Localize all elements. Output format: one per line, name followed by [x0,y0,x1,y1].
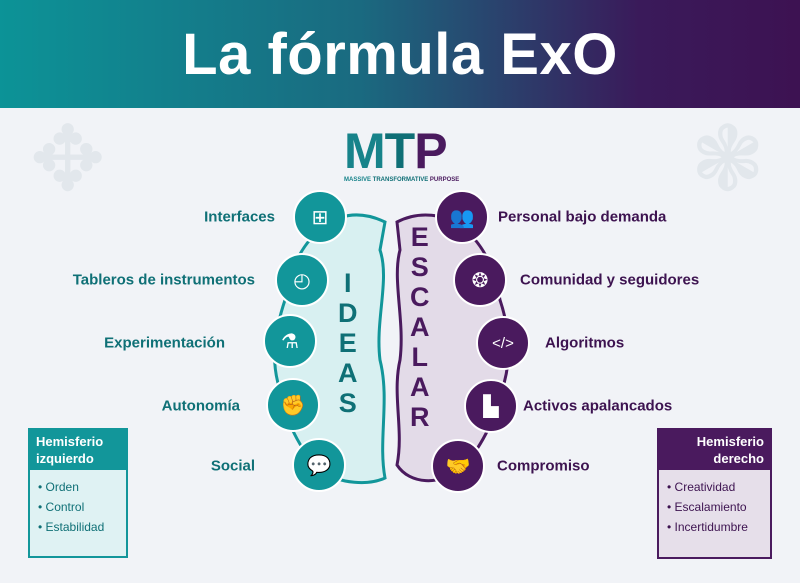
buildings-icon: ▙ [464,379,518,433]
item-label: Interfaces [204,208,275,226]
item-label: Experimentación [104,334,225,352]
code-icon: </> [476,316,530,370]
right-hemisphere-box: Hemisferio derecho • Creatividad • Escal… [657,428,772,559]
flowchart-icon: ⊞ [293,190,347,244]
gauge-icon: ◴ [275,253,329,307]
list-item: • Incertidumbre [667,520,748,534]
item-label: Social [210,457,255,475]
handshake-icon: 🤝 [431,439,485,493]
decorative-community-icon: ❃ [690,110,766,210]
item-label: Autonomía [161,397,240,415]
list-item: • Escalamiento [667,500,747,514]
people-icon: 👥 [435,190,489,244]
chat-bubbles-icon: 💬 [292,438,346,492]
item-label: Comunidad y seguidores [520,271,700,289]
list-item: • Control [38,500,85,514]
left-hemisphere-box: Hemisferio izquierdo • Orden • Control •… [28,428,128,558]
community-icon: ❂ [453,253,507,307]
item-label: Compromiso [497,457,590,475]
decorative-people-icon: ✥ [30,110,106,210]
item-label: Tableros de instrumentos [72,271,255,289]
item-label: Activos apalancados [523,397,673,415]
mtp-logo: MTP MASSIVE TRANSFORMATIVE PURPOSE [344,123,460,183]
box-title: Hemisferio izquierdo [30,430,126,470]
list-item: • Creatividad [667,480,736,494]
list-item: • Orden [38,480,79,494]
item-label: Algoritmos [545,334,625,352]
item-label: Personal bajo demanda [498,208,667,226]
header-banner: La fórmula ExO [0,0,800,108]
list-item: • Estabilidad [38,520,105,534]
box-title: Hemisferio derecho [659,430,770,470]
page-title: La fórmula ExO [182,21,618,87]
flask-icon: ⚗ [263,314,317,368]
fist-icon: ✊ [266,378,320,432]
